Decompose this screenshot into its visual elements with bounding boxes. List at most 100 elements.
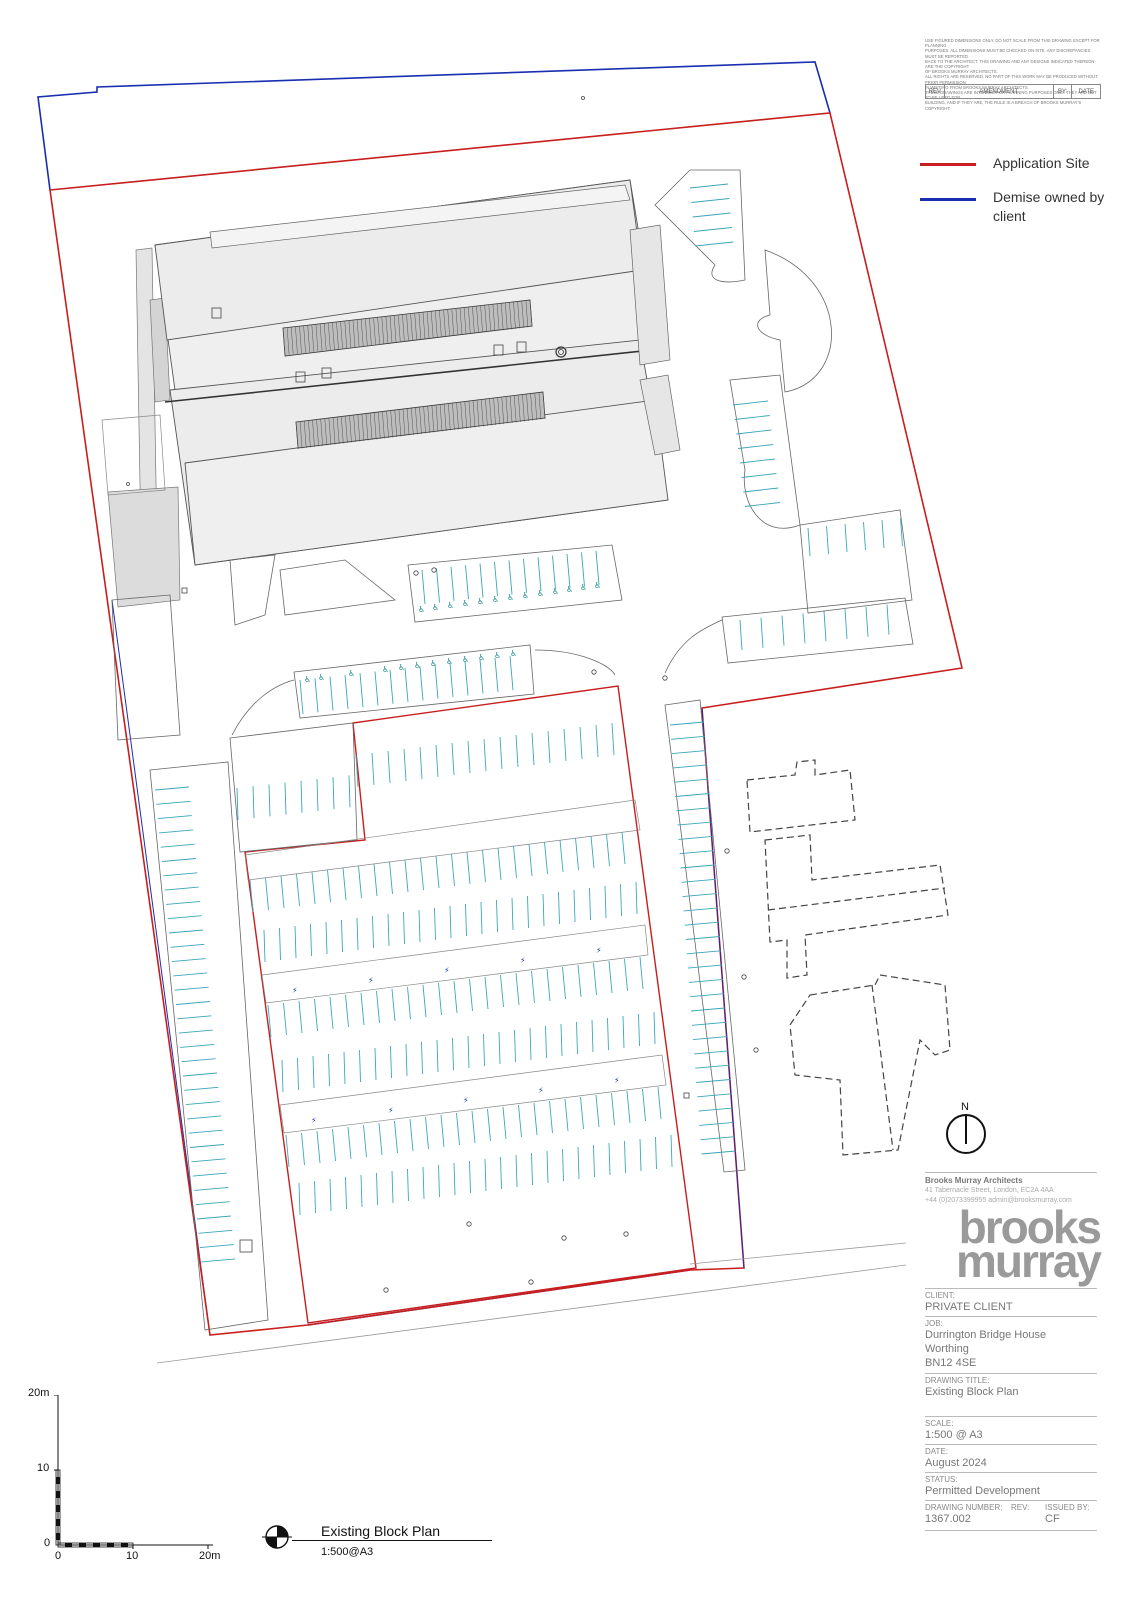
parking-bay-line [421, 569, 426, 605]
title-block-rule [925, 1500, 1097, 1501]
parking-bay-line [511, 897, 514, 931]
parking-bay-line [670, 735, 706, 740]
parking-bay-line [451, 742, 455, 776]
rooflight-hatch-line [369, 412, 373, 441]
rooflight-hatch-line [390, 410, 393, 438]
accessible-bay-icon: ♿ [566, 585, 573, 594]
parking-bay-line [527, 895, 529, 929]
parking-bay-line [606, 833, 610, 867]
parking-bay-line [449, 905, 452, 939]
accessible-bay-icon: ♿ [552, 587, 559, 596]
rooflight-hatch-line [282, 327, 286, 356]
parking-bay-line [807, 527, 811, 557]
parking-bay-line [453, 980, 458, 1014]
parking-bay-line [312, 1055, 315, 1089]
parking-bay-line [404, 859, 409, 893]
accessible-bay-icon: ♿ [594, 581, 601, 590]
client-value: PRIVATE CLIENT [925, 1301, 1013, 1313]
rooflight-hatch-line [332, 417, 336, 445]
parking-bay-line [314, 678, 319, 713]
rooflight-hatch-line [476, 399, 480, 428]
rooflight-hatch-line [315, 324, 319, 352]
accessible-bay-icon: ♿ [462, 655, 469, 664]
rooflight-hatch-line [513, 301, 516, 329]
parking-bay-line [299, 679, 304, 715]
accessible-bay-icon: ♿ [537, 589, 544, 598]
legend-label-demise-line2: client [993, 208, 1026, 224]
parking-bay-line [744, 502, 780, 507]
parking-bay-line [679, 850, 714, 855]
kerb-curve [231, 679, 295, 736]
parking-bay-line [389, 669, 394, 704]
accessible-bay-icon: ♿ [430, 659, 437, 668]
parking-bay-line [188, 1129, 223, 1134]
rooflight-hatch-line [385, 316, 389, 344]
parking-bay-line [518, 1104, 522, 1138]
rooflight-hatch-line [529, 299, 533, 328]
rooflight-hatch-line [443, 309, 446, 337]
parking-bay-line [514, 1029, 516, 1063]
roof-vent [516, 341, 527, 353]
rooflight-hatch-line [382, 411, 385, 439]
parking-bay-line [701, 1150, 736, 1155]
parking-bay-line [373, 863, 378, 897]
parking-bay-line [196, 1215, 232, 1220]
parking-bay-line [739, 458, 775, 464]
legend-label-demise-line1: Demise owned by [993, 189, 1105, 205]
note-line: ALL RIGHTS ARE RESERVED. NO PART OF THIS… [925, 74, 1098, 85]
rooflight-hatch-line [513, 395, 517, 423]
parking-bay-line [483, 738, 487, 772]
rooflight-hatch-line [361, 413, 365, 442]
rooflight-hatch-line [295, 421, 299, 450]
rooflight-hatch-line [307, 325, 310, 353]
parking-bay-line [528, 843, 533, 877]
rooflight-hatch-line [349, 415, 352, 443]
parking-bay-line [467, 1035, 470, 1069]
parking-bay-line [263, 929, 266, 963]
rooflight-hatch-line [500, 303, 504, 331]
parking-bay-line [438, 982, 442, 1016]
parking-bay-line [741, 473, 777, 478]
parking-bay-line [695, 1064, 730, 1069]
demise-boundary-north [37, 61, 831, 191]
parking-bay-line [294, 925, 297, 959]
parking-bay-line [595, 550, 600, 585]
parking-bay-line [436, 568, 440, 603]
accessible-bay-icon: ♿ [580, 583, 587, 592]
date-field: DATE: August 2024 [925, 1447, 1097, 1470]
scale-bar-label-vertical-zero: 0 [44, 1537, 51, 1549]
parking-bay-line [673, 764, 708, 769]
parking-bay-line [604, 885, 607, 919]
parking-bay-line [635, 881, 638, 915]
rooflight-hatch-line [336, 416, 340, 445]
rooflight-hatch-line [406, 313, 409, 342]
accessible-bay-icon: ♿ [492, 595, 499, 604]
parking-bay-line [301, 1132, 305, 1166]
parking-bay-line [327, 869, 331, 903]
rooflight-hatch-line [415, 407, 418, 435]
neighbouring-buildings [746, 759, 951, 1156]
rooflight-hatch-line [394, 409, 398, 438]
status-value: Permitted Development [925, 1485, 1040, 1497]
parking-bay-line [418, 909, 421, 943]
rooflight-hatch-line [319, 323, 323, 351]
legend-swatch-application-site [920, 163, 976, 166]
parking-bay-line [639, 956, 644, 990]
parking-bay-line [329, 676, 334, 711]
parking-bay-line [407, 1168, 409, 1202]
rooflight-hatch-line [522, 394, 525, 422]
rooflight-hatch-line [530, 393, 533, 421]
parking-bay-line [865, 606, 869, 637]
parking-bay-line [456, 1112, 460, 1146]
parking-bay-line [552, 555, 556, 590]
parking-bay-line [329, 996, 334, 1030]
accessible-bay-icon: ♿ [462, 599, 469, 608]
scale-bar-label-horizontal-mid: 10 [126, 1550, 139, 1562]
parking-bay-line [419, 746, 423, 780]
rooflight-hatch-line [521, 300, 525, 328]
parking-bay-line [347, 1126, 352, 1160]
parking-bay-line [421, 1041, 423, 1075]
rooflight-hatch-line [316, 419, 319, 447]
rooflight-hatch-line [464, 401, 468, 429]
parking-bay-line [404, 668, 409, 703]
